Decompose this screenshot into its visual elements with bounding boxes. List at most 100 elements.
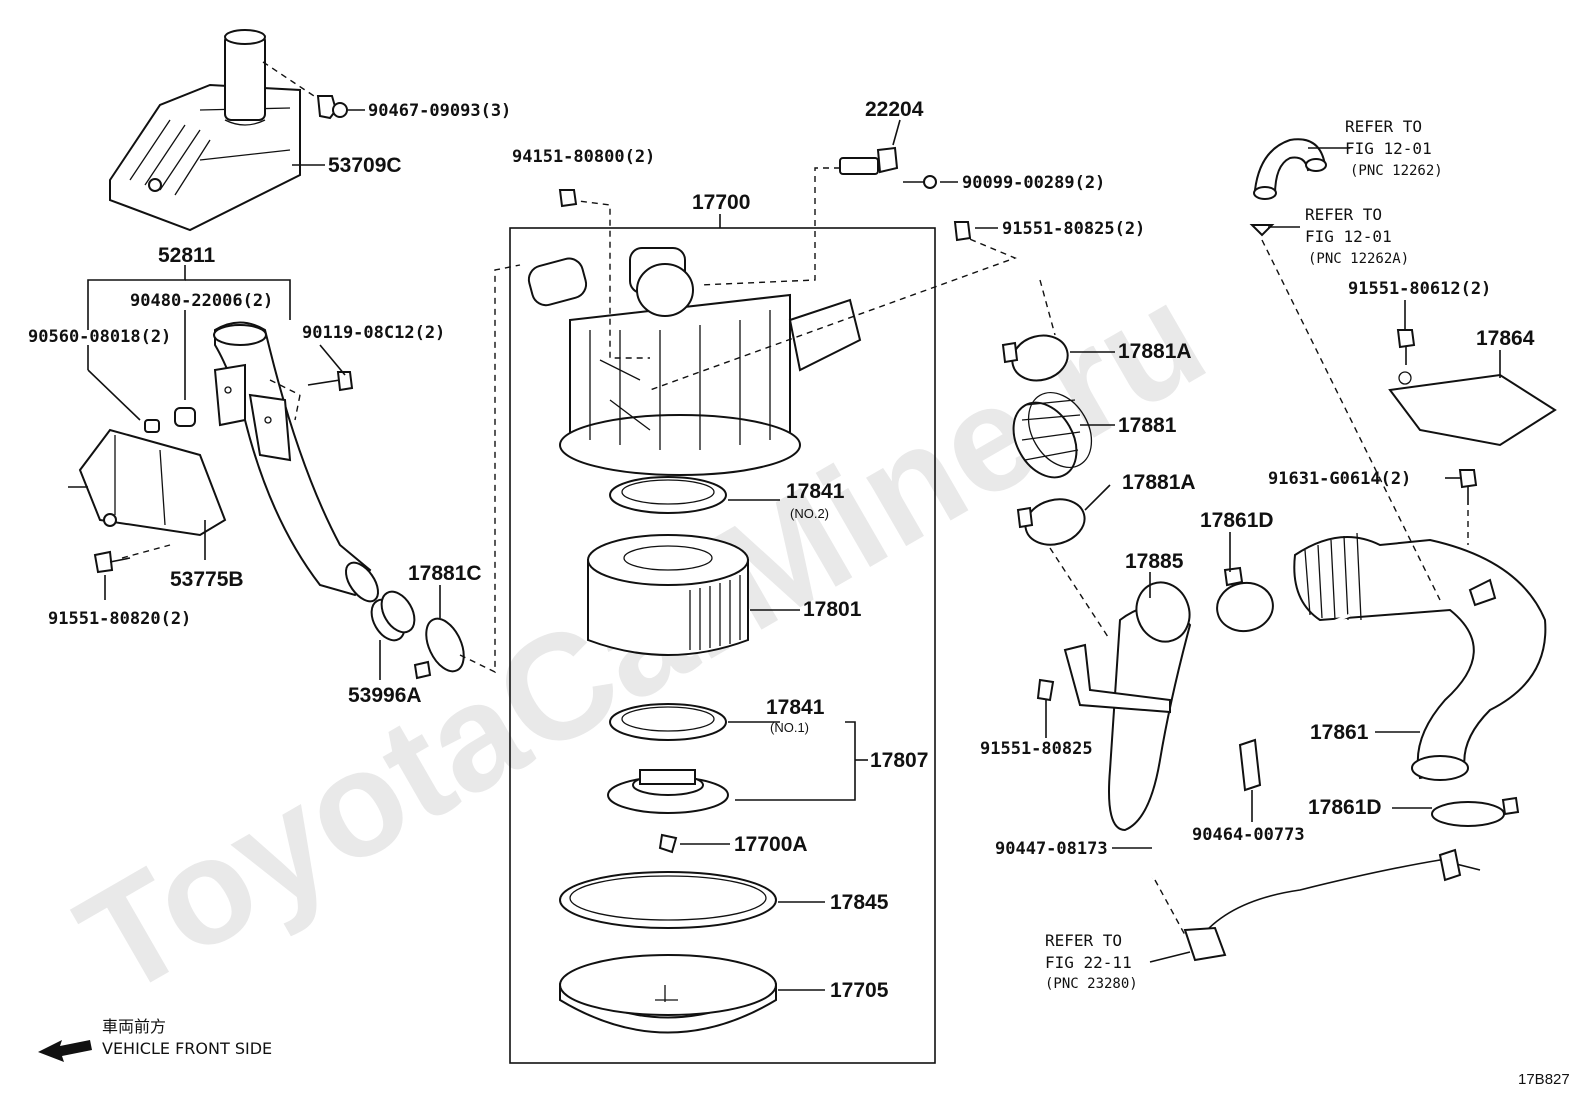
front-note-japanese: 車両前方 (102, 1017, 166, 1036)
leader-dashed-right (1049, 547, 1111, 641)
label-91551-80612: 91551-80612(2) (1348, 279, 1491, 299)
label-17801: 17801 (803, 598, 862, 621)
label-17700a: 17700A (734, 833, 808, 856)
label-17841-no2-sub: (NO.2) (790, 506, 829, 521)
label-90467-09093: 90467-09093(3) (368, 101, 511, 121)
clamp-17881c-drawing (413, 264, 521, 680)
part-52811-drawing (213, 321, 379, 603)
clamp-17881a-lower-drawing (1016, 498, 1086, 546)
label-17864: 17864 (1476, 327, 1535, 350)
ref-12262a-line1: REFER TO (1305, 205, 1382, 224)
part-17841-no1-drawing (609, 703, 727, 741)
nut-94151-drawing (558, 189, 578, 208)
ref-22-11-line1: REFER TO (1045, 931, 1122, 950)
label-90119-08c12: 90119-08C12(2) (302, 323, 445, 343)
part-53709c-drawing (109, 29, 301, 232)
front-note-english: VEHICLE FRONT SIDE (102, 1039, 272, 1058)
label-17885: 17885 (1125, 550, 1184, 573)
label-17881a-upper: 17881A (1118, 340, 1192, 363)
label-17700: 17700 (692, 191, 750, 214)
label-17881a-lower: 17881A (1122, 471, 1196, 494)
clamp-17881a-upper-drawing (1001, 334, 1069, 382)
ref-12262a-line2: FIG 12-01 (1305, 227, 1392, 246)
part-17864-drawing (1388, 371, 1557, 447)
clamp-17861d-lower-drawing (1431, 796, 1520, 827)
ref-22-11-line3: (PNC 23280) (1045, 976, 1138, 992)
leader-52811-b (185, 279, 291, 320)
bolt-90467-drawing (262, 61, 348, 120)
ref-22-11-line2: FIG 22-11 (1045, 953, 1132, 972)
nut-90560-drawing (144, 419, 160, 433)
hose-12262-drawing (1249, 138, 1441, 601)
part-22204-drawing (839, 146, 899, 175)
label-90464-00773: 90464-00773 (1192, 825, 1305, 845)
figure-code: 17B827 (1518, 1071, 1570, 1088)
bolt-91551-80820-drawing (93, 544, 171, 574)
leader-22204-dashed (699, 167, 840, 286)
leader-17807-bracket (735, 721, 856, 801)
part-17861-drawing (1293, 532, 1547, 781)
part-17807-drawing (607, 769, 729, 814)
label-17881c: 17881C (408, 562, 482, 585)
leader-90560-b (87, 369, 141, 421)
label-17841-no1-sub: (NO.1) (770, 720, 809, 735)
label-90447-08173: 90447-08173 (995, 839, 1108, 859)
bolt-91551-80825-drawing (1036, 678, 1055, 720)
leader-22204 (892, 119, 901, 146)
part-17700-drawing (527, 247, 862, 476)
screw-90099-drawing (903, 175, 937, 189)
bolt-90119-drawing (294, 371, 354, 421)
leader-hose-down (1154, 879, 1186, 936)
leader-91551-80825-dashed (649, 234, 1017, 391)
part-17841-no2-drawing (609, 476, 727, 514)
clip-90464-drawing (1238, 738, 1262, 792)
leader-dashed-upper-right (1039, 279, 1056, 336)
leader-17881a-lower (1084, 484, 1111, 511)
leader-dashed-52811 (269, 379, 301, 396)
part-17881-drawing (1012, 391, 1093, 479)
label-17861d-lower: 17861D (1308, 796, 1382, 819)
part-53996a-drawing (370, 590, 416, 642)
label-91551-80825: 91551-80825 (980, 739, 1093, 759)
part-53775b-drawing (68, 428, 227, 537)
pipe-bottom-right-drawing (1183, 848, 1481, 962)
label-91551-80825-2: 91551-80825(2) (1002, 219, 1145, 239)
label-90480-22006: 90480-22006(2) (130, 291, 273, 311)
label-17845: 17845 (830, 891, 889, 914)
ref-12262-line2: FIG 12-01 (1345, 139, 1432, 158)
leader-90119 (319, 344, 346, 376)
label-17861d-upper: 17861D (1200, 509, 1274, 532)
part-17801-drawing (587, 534, 749, 656)
label-17841-no1: 17841 (766, 696, 825, 719)
part-17700a-drawing (658, 833, 678, 854)
ref-12262-line1: REFER TO (1345, 117, 1422, 136)
label-22204: 22204 (865, 98, 924, 121)
leader-ref-22-11 (1149, 951, 1191, 963)
label-53709c: 53709C (328, 154, 402, 177)
label-91631-g0614: 91631-G0614(2) (1268, 469, 1411, 489)
part-17705-drawing (559, 954, 777, 1034)
label-17807: 17807 (870, 749, 928, 772)
label-17881: 17881 (1118, 414, 1177, 437)
leader-52811 (87, 265, 186, 330)
ref-12262a-line3: (PNC 12262A) (1308, 251, 1409, 267)
bolt-91631-drawing (1458, 469, 1478, 545)
label-53996a: 53996A (348, 684, 422, 707)
part-17885-drawing (1063, 581, 1192, 832)
label-94151-80800: 94151-80800(2) (512, 147, 655, 167)
clamp-17861d-upper-drawing (1216, 566, 1274, 633)
bolt-91551-80612-drawing (1396, 329, 1416, 365)
label-17841-no2: 17841 (786, 480, 845, 503)
label-17705: 17705 (830, 979, 889, 1002)
label-90560-08018: 90560-08018(2) (28, 327, 171, 347)
front-arrow-icon (38, 1040, 92, 1062)
ref-12262-line3: (PNC 12262) (1350, 163, 1443, 179)
label-53775b: 53775B (170, 568, 244, 591)
leader-94151-dashed (569, 199, 650, 359)
hose-90447-inner (1150, 613, 1351, 879)
assembly-frame (509, 227, 936, 1064)
label-91551-80820: 91551-80820(2) (48, 609, 191, 629)
part-17845-drawing (559, 871, 777, 929)
label-90099-00289: 90099-00289(2) (962, 173, 1105, 193)
